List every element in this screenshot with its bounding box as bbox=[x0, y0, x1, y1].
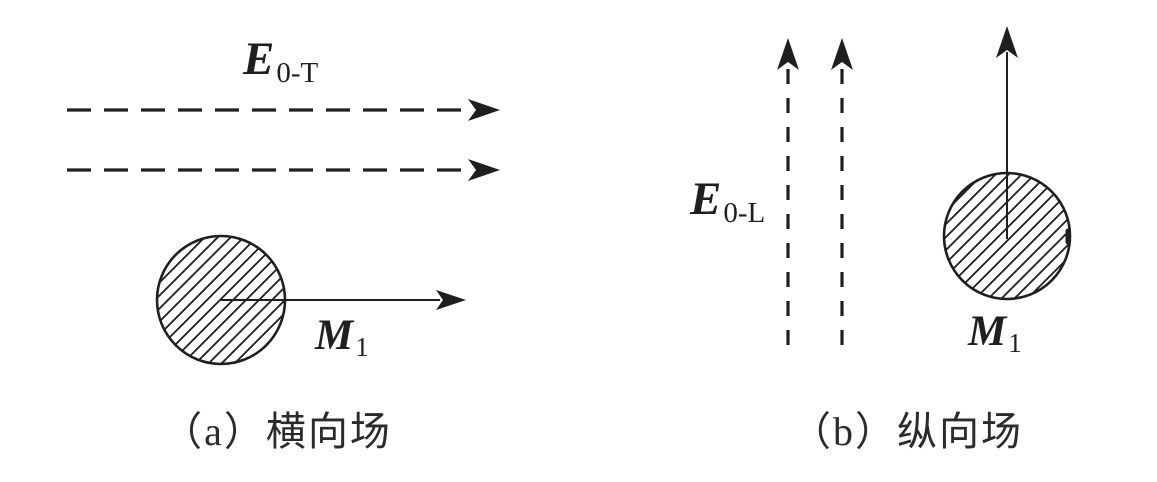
panel-caption-b: （b）纵向场 bbox=[791, 409, 1023, 454]
moment-arrow-b bbox=[996, 26, 1018, 239]
panel-caption-a: （a）横向场 bbox=[162, 409, 392, 454]
field-symbol: E bbox=[690, 173, 722, 225]
moment-subscript: 1 bbox=[355, 332, 369, 362]
transverse-field-dashed-arrow-top bbox=[67, 99, 500, 121]
moment-symbol: M bbox=[968, 308, 1007, 355]
longitudinal-field-dashed-arrow-right bbox=[831, 38, 853, 345]
field-symbol: E bbox=[243, 33, 275, 85]
transverse-field-dashed-arrow-bottom bbox=[67, 159, 500, 181]
field-subscript: 0-L bbox=[723, 197, 766, 229]
moment-subscript: 1 bbox=[1008, 328, 1022, 358]
longitudinal-field-dashed-arrow-left bbox=[777, 38, 799, 345]
moment-symbol: M bbox=[315, 312, 354, 359]
field-subscript: 0-T bbox=[276, 57, 319, 89]
moment-arrow-a bbox=[221, 290, 466, 310]
